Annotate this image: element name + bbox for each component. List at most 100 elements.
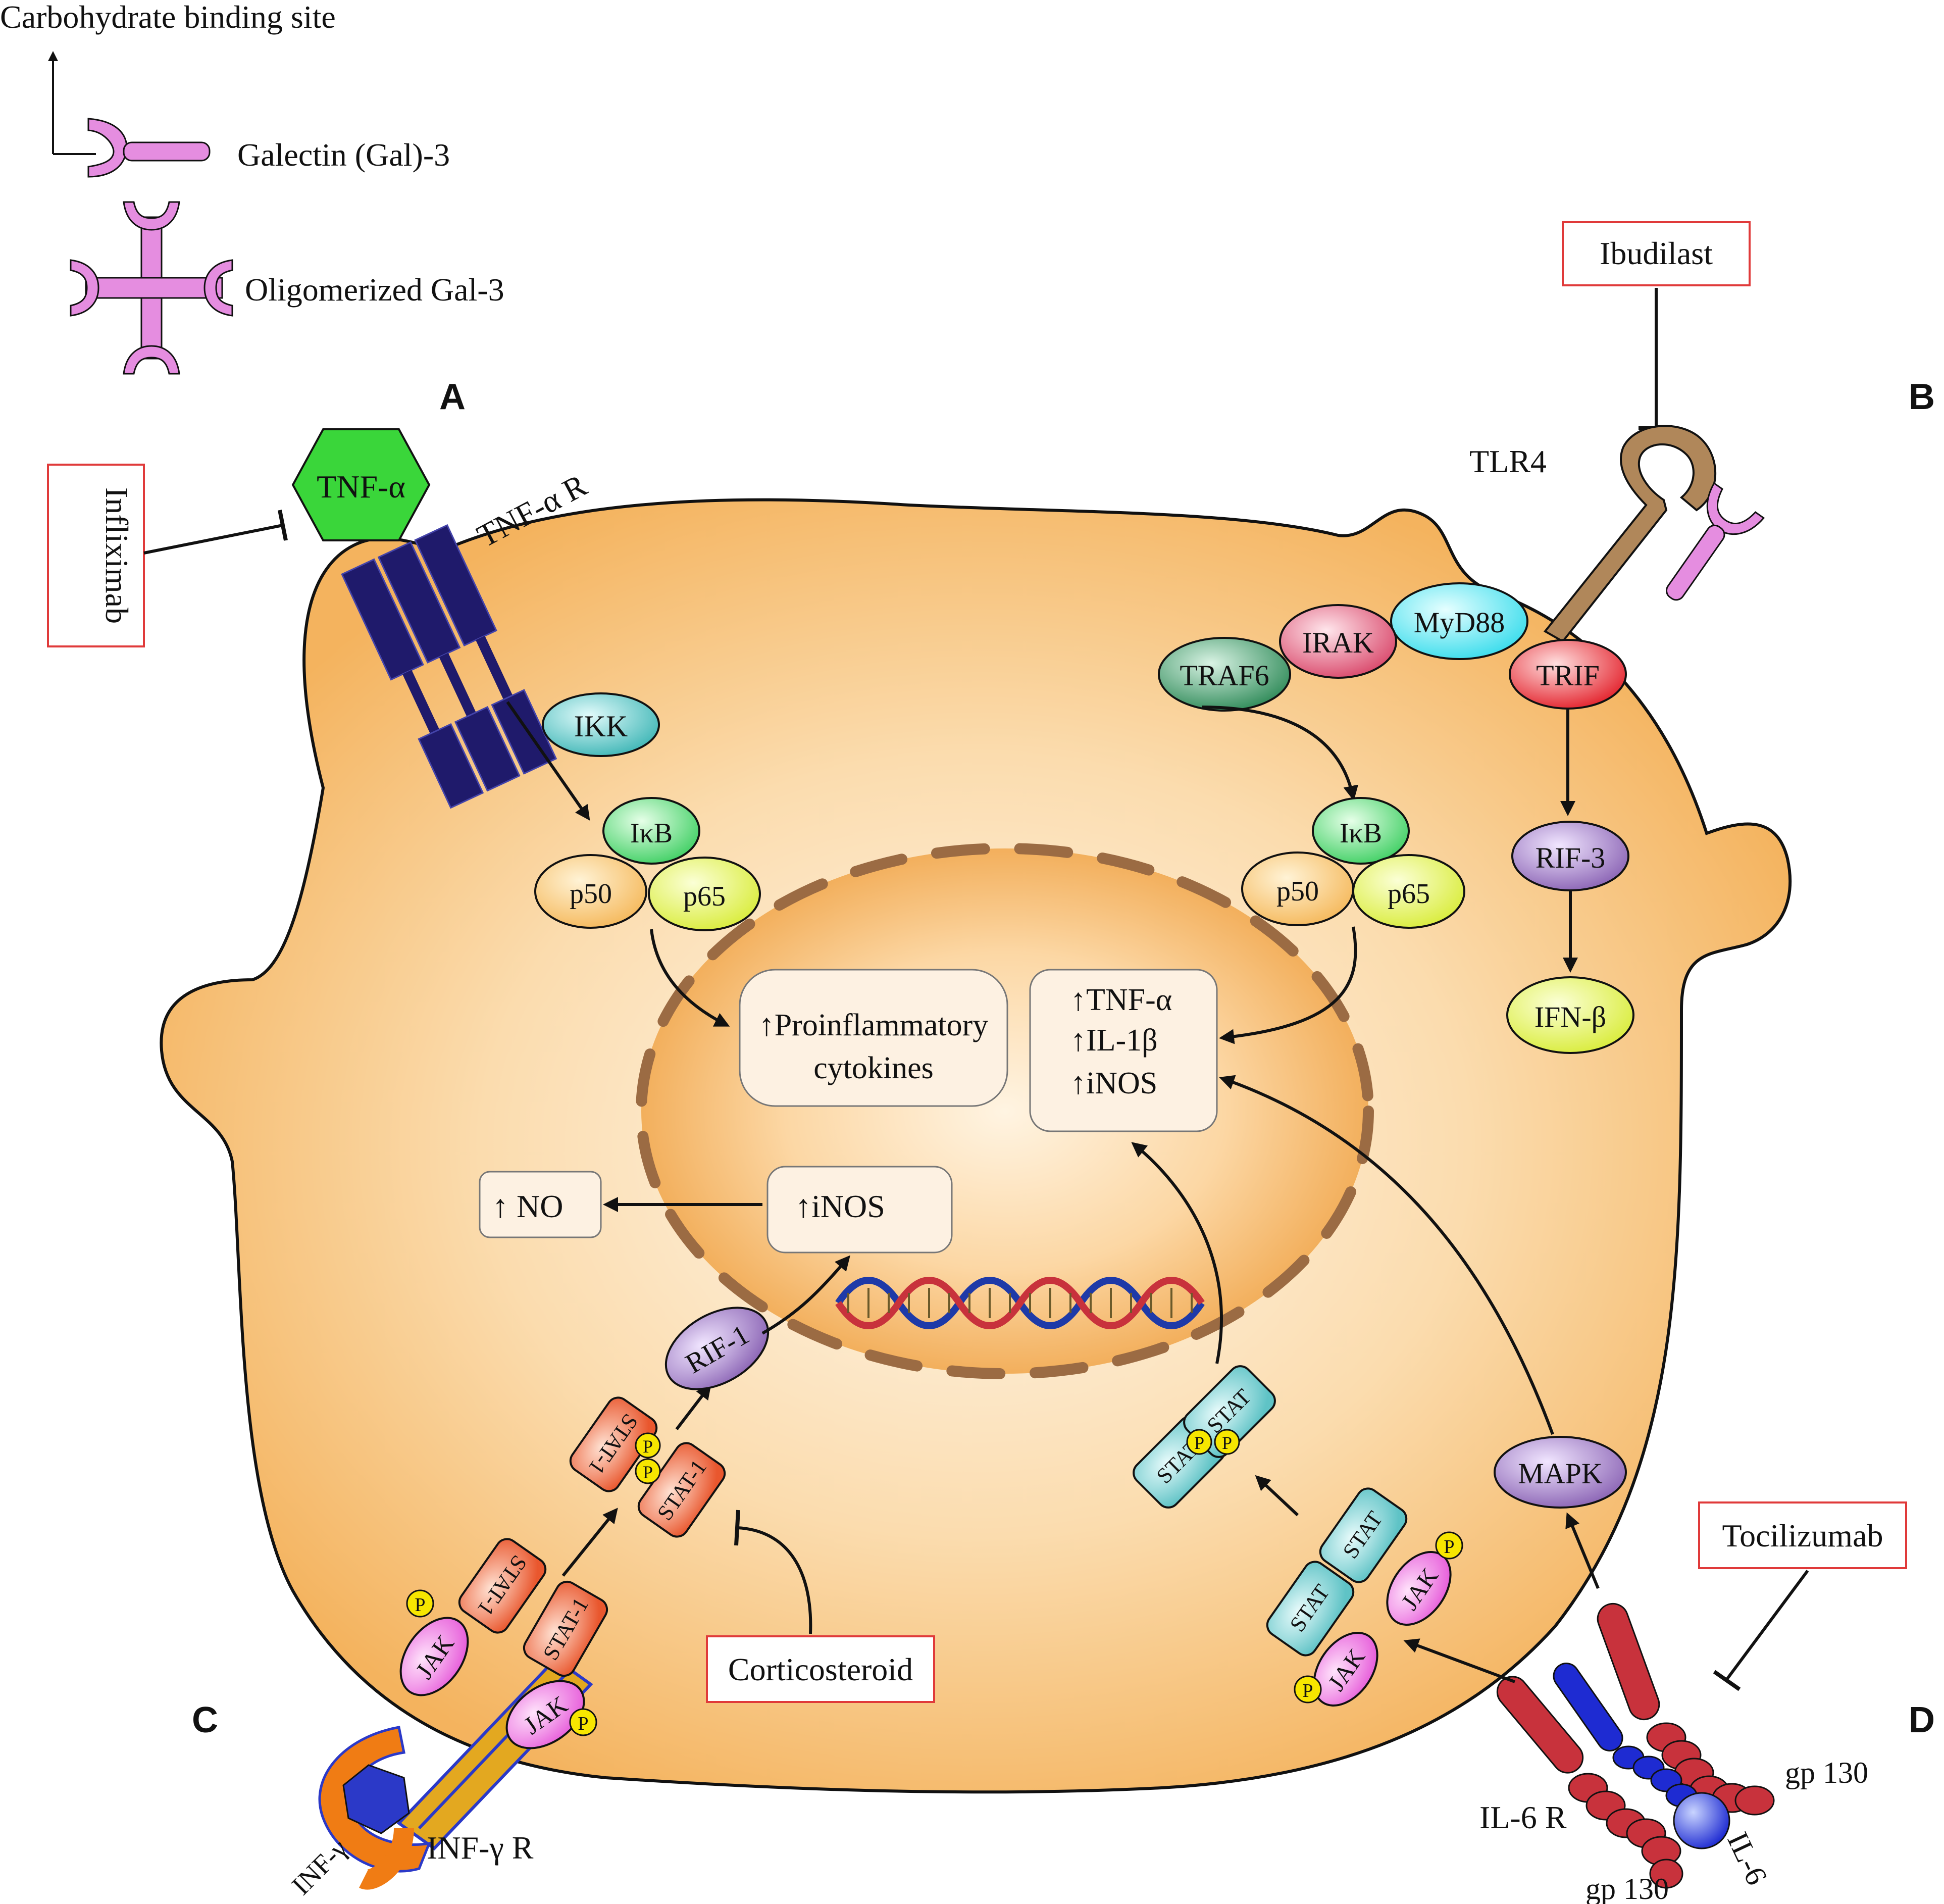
cytokine-up-box: ↑TNF-α ↑IL-1β ↑iNOS xyxy=(1029,969,1218,1132)
mapk-node: MAPK xyxy=(1494,1436,1627,1509)
phospho-label-d1: P xyxy=(1444,1536,1454,1558)
p65-label-b: p65 xyxy=(1388,878,1430,910)
corticosteroid-label: Corticosteroid xyxy=(728,1651,913,1687)
arrow-stat-dimer-to-cytokines xyxy=(1131,1142,1223,1364)
legend-oligomerized: Oligomerized Gal-3 xyxy=(245,272,504,308)
il6r-label: IL-6 R xyxy=(1479,1799,1567,1835)
jak-node-d1: JAK xyxy=(1386,1550,1452,1626)
il6-receptor-blue xyxy=(1553,1663,1698,1808)
dna-helix xyxy=(835,1277,1205,1329)
galectin-bound-tlr4 xyxy=(1666,482,1765,601)
il1b-up-label: ↑IL-1β xyxy=(1070,1023,1158,1058)
phospho-c3 xyxy=(635,1432,661,1459)
panel-label-c: C xyxy=(192,1700,218,1740)
rif1-node: RIF-1 xyxy=(664,1307,770,1390)
infliximab-inhibition-line xyxy=(143,524,283,555)
ikb-label-b: IκB xyxy=(1340,818,1382,849)
legend: Carbohydrate binding site Galectin (Gal)… xyxy=(0,0,504,375)
ifnb-node: IFN-β xyxy=(1506,976,1634,1054)
ifnb-label: IFN-β xyxy=(1534,1000,1606,1033)
phospho-label-c2: P xyxy=(578,1713,588,1734)
phospho-label-c1: P xyxy=(415,1594,425,1616)
ikk-label: IKK xyxy=(574,710,628,743)
corticosteroid-box: Corticosteroid xyxy=(706,1635,935,1703)
mapk-label: MAPK xyxy=(1518,1457,1603,1490)
infliximab-label: Infliximab xyxy=(99,487,135,624)
no-box: ↑ NO xyxy=(479,1171,602,1238)
jak-node-c1: JAK xyxy=(399,1617,469,1696)
proinflammatory-box: ↑Proinflammatory cytokines xyxy=(739,969,1008,1107)
ikb-node-b xyxy=(1312,797,1410,865)
inos-up-label: ↑iNOS xyxy=(795,1188,885,1224)
p50-label-a: p50 xyxy=(570,878,612,910)
inf-gamma-receptor-label: INF-γ R xyxy=(427,1830,534,1866)
stat-dimer: STAT STAT P P xyxy=(1133,1365,1276,1509)
tnf-alpha-ligand: TNF-α xyxy=(291,428,431,541)
traf6-node: TRAF6 xyxy=(1158,637,1291,712)
p65-node-a xyxy=(648,857,761,931)
tocilizumab-box: Tocilizumab xyxy=(1698,1501,1907,1569)
stat1-node-c2: STAT-1 xyxy=(523,1580,608,1677)
il6-label: IL-6 xyxy=(1721,1827,1774,1890)
p65-label-a: p65 xyxy=(683,881,726,912)
arrow-nfkb-b-to-cytokines xyxy=(1219,926,1357,1044)
legend-galectin: Galectin (Gal)-3 xyxy=(237,137,450,173)
phospho-d1: P xyxy=(1435,1531,1463,1560)
myd88-node: MyD88 xyxy=(1390,582,1528,660)
panel-label-b: B xyxy=(1909,377,1935,417)
arrow-il6-to-mapk xyxy=(1565,1512,1600,1589)
inf-gamma-ligand xyxy=(342,1764,410,1834)
stat-node-d2: STAT xyxy=(1319,1487,1408,1583)
p65-node-b xyxy=(1352,854,1465,929)
nuclear-envelope xyxy=(636,843,1374,1379)
panel-label-a: A xyxy=(439,377,466,417)
phospho-label-d4: P xyxy=(1222,1433,1232,1453)
nfkb-complex-b: IκB p50 p65 xyxy=(1241,797,1465,929)
infliximab-box: Infliximab xyxy=(47,464,145,647)
irak-node: IRAK xyxy=(1279,604,1397,679)
tlr4-receptor xyxy=(1543,425,1717,643)
trif-label: TRIF xyxy=(1536,659,1600,692)
phospho-label-d2: P xyxy=(1302,1680,1313,1701)
galectin-icon xyxy=(87,118,211,178)
irak-label: IRAK xyxy=(1302,626,1374,659)
no-up-label: ↑ NO xyxy=(492,1188,563,1224)
phospho-c1: P xyxy=(406,1589,434,1618)
rif3-node: RIF-3 xyxy=(1511,821,1629,891)
traf6-label: TRAF6 xyxy=(1180,659,1269,692)
phospho-label-d3: P xyxy=(1194,1433,1204,1453)
legend-carbohydrate-site: Carbohydrate binding site xyxy=(0,0,336,35)
tnf-up-label: ↑TNF-α xyxy=(1070,983,1172,1017)
arrow-traf6-to-ikb xyxy=(1201,706,1358,801)
il6r-receptor xyxy=(1496,1676,1683,1889)
arrow-il6r-to-stat xyxy=(1403,1638,1516,1683)
arrow-stat-to-dimer xyxy=(1255,1475,1299,1517)
ikb-label-a: IκB xyxy=(630,818,673,849)
jak-node-d2: JAK xyxy=(1313,1631,1378,1707)
inos-box: ↑iNOS xyxy=(766,1166,953,1254)
phospho-c4 xyxy=(635,1458,661,1484)
stat-node-d1: STAT xyxy=(1266,1561,1355,1657)
gp130-receptor-upper xyxy=(1597,1602,1775,1816)
phospho-d2: P xyxy=(1294,1675,1322,1703)
jak-node-c2: JAK xyxy=(505,1680,585,1749)
rif3-label: RIF-3 xyxy=(1536,841,1606,874)
tocilizumab-label: Tocilizumab xyxy=(1722,1518,1883,1554)
arrow-stat1-dimer-to-rif1 xyxy=(675,1384,711,1430)
myd88-label: MyD88 xyxy=(1414,606,1505,639)
gp130-label-lower: gp 130 xyxy=(1585,1872,1669,1904)
gp130-label-upper: gp 130 xyxy=(1785,1756,1868,1789)
ikb-node-a xyxy=(602,797,700,865)
proinflammatory-line1: ↑Proinflammatory xyxy=(759,1008,989,1042)
tocilizumab-inhibition-line xyxy=(1725,1570,1809,1680)
phospho-label-c3: P xyxy=(643,1436,653,1457)
il6-ligand xyxy=(1673,1792,1730,1849)
tnf-alpha-receptor xyxy=(341,524,557,809)
phospho-d3 xyxy=(1186,1429,1212,1455)
arrow-stat1-to-dimer xyxy=(561,1508,618,1577)
ikk-node: IKK xyxy=(542,692,660,757)
ibudilast-label: Ibudilast xyxy=(1600,235,1713,271)
inos-up-list-label: ↑iNOS xyxy=(1070,1066,1157,1100)
phospho-label-c4: P xyxy=(643,1462,653,1482)
